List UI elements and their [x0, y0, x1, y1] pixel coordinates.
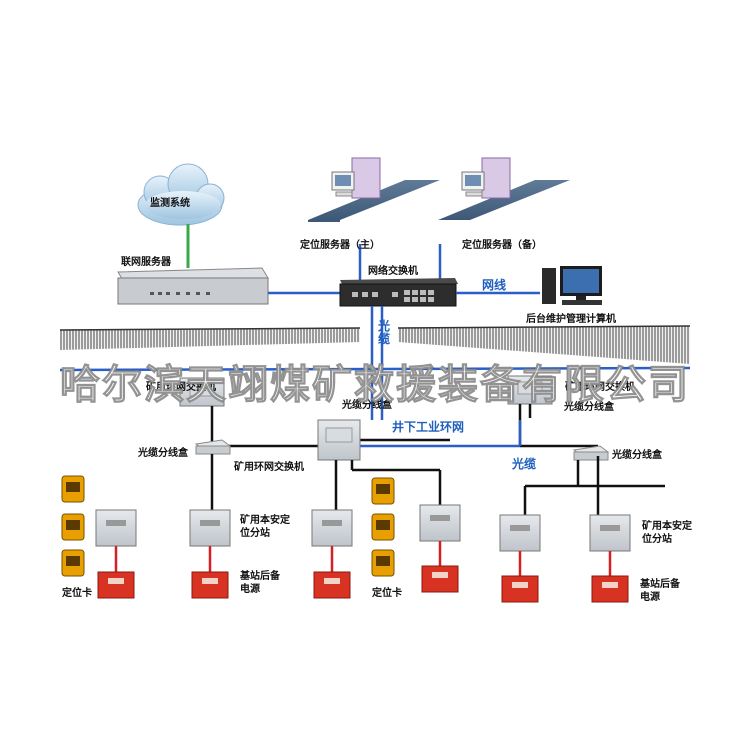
substation-6-icon	[589, 514, 631, 552]
industrial-ring-label: 井下工业环网	[392, 420, 465, 434]
fiber-cable-top-label: 光缆	[378, 319, 391, 346]
network-server-label: 联网服务器	[121, 257, 171, 268]
locate-server-backup-icon	[438, 157, 570, 220]
substation-2-icon	[189, 509, 231, 547]
power-units	[97, 565, 629, 603]
power-right-label: 基站后备电源	[640, 579, 680, 603]
locate-server-backup-label: 定位服务器（备）	[462, 240, 542, 251]
locator-cards-left	[61, 475, 85, 577]
substation-5-icon	[499, 514, 541, 552]
substation-4-icon	[419, 504, 461, 542]
monitor-system-label: 监测系统	[150, 198, 190, 209]
locate-server-main-icon	[308, 157, 440, 222]
fiber-box-right-icon	[572, 445, 610, 461]
ring-switch-left-icon	[179, 377, 225, 407]
drop-lines	[210, 454, 665, 515]
fiber-roof-run	[59, 366, 691, 372]
company-watermark: 哈尔滨天翊煤矿救援装备有限公司	[60, 362, 690, 409]
power-unit-plates	[108, 572, 618, 588]
power-left-label: 基站后备电源	[240, 571, 280, 595]
network-cable-label: 网线	[482, 278, 507, 292]
substation-1-icon	[95, 509, 137, 547]
fiber-box-upper-left-label: 光缆分线盒	[342, 400, 392, 411]
rack-server-icon	[117, 267, 269, 305]
card-center-label: 定位卡	[372, 588, 402, 599]
ring-switch-center-icon	[317, 419, 361, 461]
substation-3-icon	[311, 509, 353, 547]
substation-right-label: 矿用本安定位分站	[642, 521, 692, 545]
fiber-ring-blue	[358, 420, 522, 448]
network-switch-label: 网络交换机	[368, 266, 418, 277]
fiber-box-left-icon	[194, 439, 232, 455]
tunnel-roof	[59, 325, 691, 364]
substation-left-label: 矿用本安定位分站	[240, 515, 290, 539]
fiber-box-upper-right-label: 光缆分线盒	[564, 402, 614, 413]
ring-switch-right-icon	[507, 375, 553, 405]
network-switch-icon	[339, 278, 458, 307]
ring-switch-right-label: 矿用环网交换机	[565, 382, 635, 393]
computer-icon	[542, 266, 602, 305]
cloud-icon	[137, 163, 225, 226]
locate-server-main-label: 定位服务器（主）	[300, 240, 380, 251]
fiber-box-left-label: 光缆分线盒	[138, 448, 188, 459]
ring-switch-center-label: 矿用环网交换机	[234, 462, 304, 473]
fiber-box-right-label: 光缆分线盒	[612, 450, 662, 461]
fiber-cable-right-label: 光缆	[512, 457, 537, 471]
card-left-label: 定位卡	[62, 588, 92, 599]
maint-computer-label: 后台维护管理计算机	[526, 314, 616, 325]
locator-cards-center	[371, 477, 395, 577]
red-links	[114, 541, 612, 576]
ring-switch-left-label: 矿用环网交换机	[146, 382, 216, 393]
